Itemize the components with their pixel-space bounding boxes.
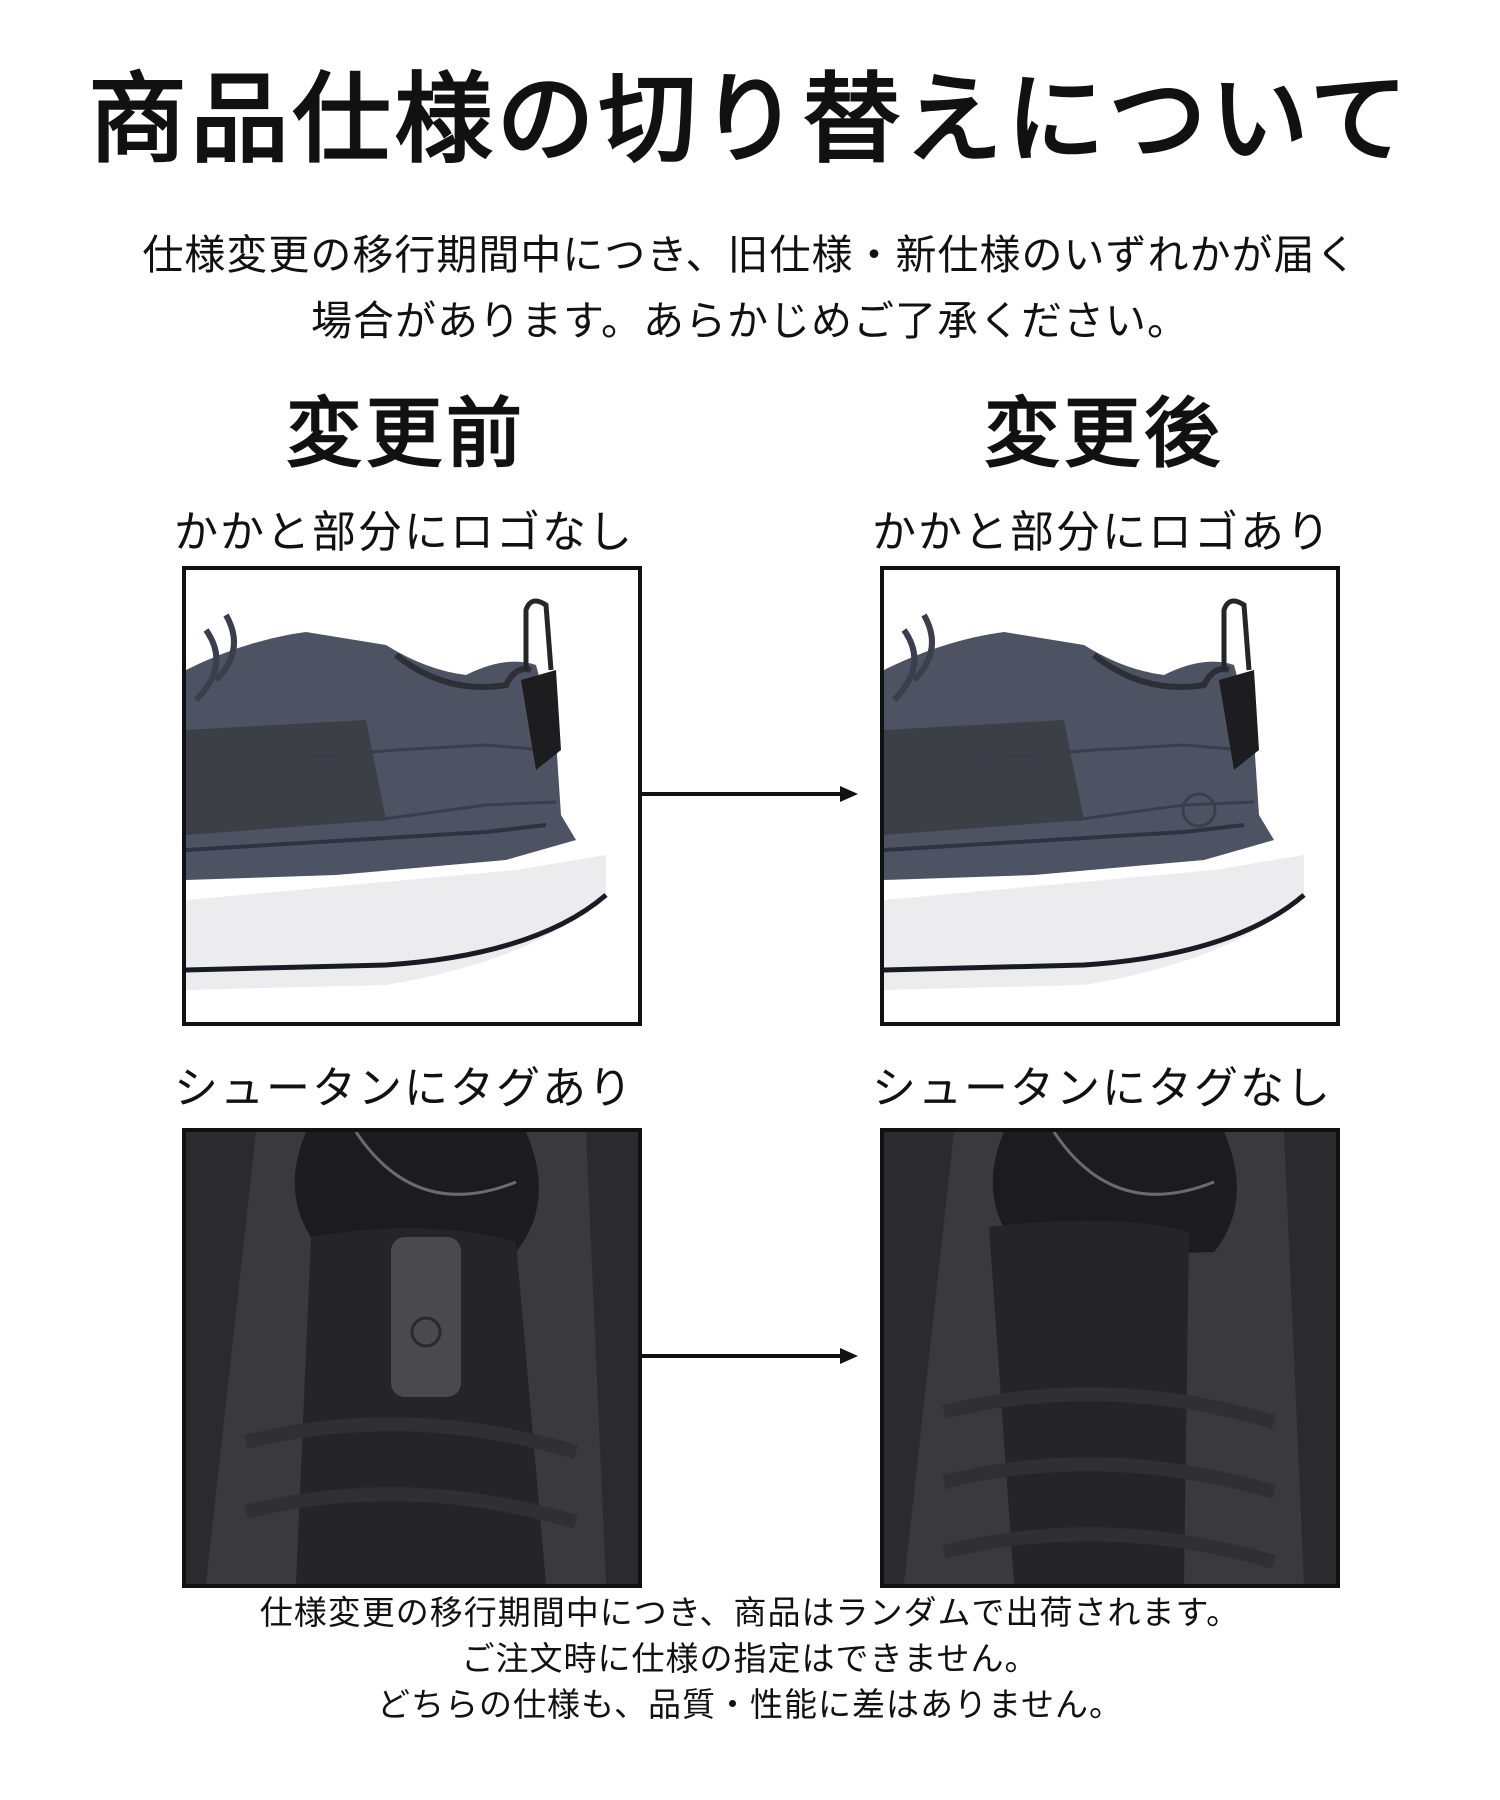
shoe-heel-illustration — [186, 570, 638, 1022]
after-heel-caption: かかと部分にロゴあり — [872, 507, 1332, 558]
after-tongue-photo — [880, 1128, 1340, 1588]
intro-line-2: 場合があります。あらかじめご了承ください。 — [311, 297, 1189, 345]
before-tongue-photo — [182, 1128, 642, 1588]
after-heel-photo — [880, 566, 1340, 1026]
footer-line-1: 仕様変更の移行期間中につき、商品はランダムで出荷されます。 — [259, 1593, 1241, 1632]
footer-line-2: ご注文時に仕様の指定はできません。 — [461, 1639, 1039, 1678]
page-title: 商品仕様の切り替えについて — [88, 63, 1412, 177]
after-heading: 変更後 — [984, 389, 1224, 478]
before-heel-photo — [182, 566, 642, 1026]
heel-logo-mark — [1181, 792, 1217, 828]
before-heel-caption: かかと部分にロゴなし — [174, 507, 634, 558]
shoe-tongue-illustration — [186, 1132, 638, 1584]
intro-text: 仕様変更の移行期間中につき、旧仕様・新仕様のいずれかが届く 場合があります。あら… — [50, 222, 1450, 354]
footer-notes: 仕様変更の移行期間中につき、商品はランダムで出荷されます。 ご注文時に仕様の指定… — [0, 1590, 1500, 1728]
arrow-right-icon — [640, 786, 858, 802]
before-heading: 変更前 — [286, 389, 526, 478]
before-tongue-caption: シュータンにタグあり — [174, 1063, 634, 1114]
intro-line-1: 仕様変更の移行期間中につき、旧仕様・新仕様のいずれかが届く — [142, 231, 1358, 279]
arrow-right-icon — [640, 1348, 858, 1364]
shoe-tongue-illustration — [884, 1132, 1336, 1584]
footer-line-3: どちらの仕様も、品質・性能に差はありません。 — [376, 1685, 1124, 1724]
after-tongue-caption: シュータンにタグなし — [872, 1063, 1332, 1114]
shoe-heel-illustration — [884, 570, 1336, 1022]
